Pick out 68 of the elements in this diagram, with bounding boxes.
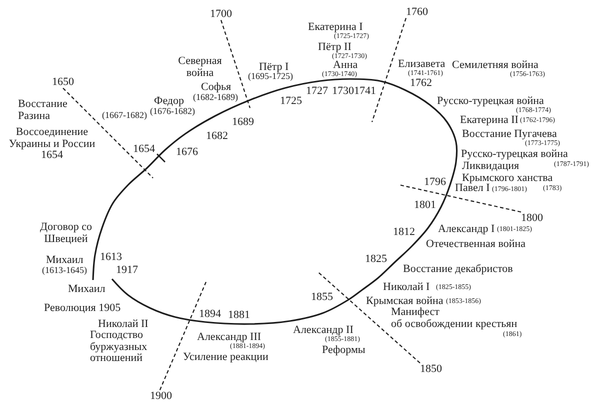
- event-label: Семилетняя война: [452, 59, 538, 71]
- leader-line: [371, 18, 407, 122]
- ruler-name: Пётр I: [259, 61, 289, 73]
- event-label: Русско-турецкая война: [437, 95, 544, 107]
- leader-line: [62, 88, 154, 178]
- year-label: 1654: [133, 143, 155, 156]
- ruler-name: Софья: [201, 81, 232, 94]
- leader-line: [220, 20, 251, 108]
- event-label: Восстание Разина: [18, 99, 68, 122]
- year-label: 1725: [280, 95, 302, 108]
- ruler-name: Екатерина II: [460, 114, 518, 126]
- event-label: Реформы: [322, 344, 366, 356]
- date-range: (1695-1725): [248, 72, 293, 82]
- century-label: 1700: [210, 8, 232, 20]
- ruler-name: Пётр II: [318, 41, 352, 53]
- date-range: (1682-1689): [193, 93, 238, 103]
- year-label: 1741: [354, 85, 376, 98]
- ruler-name: Александр I: [438, 223, 495, 236]
- event-label: Усиление реакции: [183, 351, 268, 364]
- ruler-name: Александр III: [197, 331, 262, 343]
- year-label: 1812: [393, 226, 415, 238]
- ruler-name: Павел I: [455, 182, 490, 194]
- date-range: (1613-1645): [42, 266, 87, 276]
- year-label: 1801: [414, 199, 436, 212]
- year-label: 1613: [100, 251, 122, 264]
- event-label: Манифест об освобождении крестьян: [391, 307, 518, 330]
- ruler-name: Анна: [333, 59, 358, 71]
- year-label: 1762: [410, 77, 432, 90]
- ruler-name: Михаил: [68, 283, 106, 296]
- century-label: 1900: [150, 390, 172, 402]
- century-label: 1760: [406, 6, 428, 18]
- event-label: Восстание декабристов: [403, 263, 513, 276]
- event-label: Северная война: [178, 56, 222, 80]
- ruler-name: Екатерина I: [308, 21, 363, 33]
- event-label: Воссоединение Украины и России 1654: [8, 127, 96, 162]
- year-label: 1682: [206, 130, 228, 142]
- year-label: 1727: [306, 85, 328, 98]
- event-label: Русско-турецкая война: [461, 148, 568, 160]
- ruler-name: Александр II: [293, 324, 354, 336]
- year-label: 1730: [332, 85, 354, 98]
- event-label: Революция 1905: [44, 302, 121, 314]
- ruler-name: Федор: [154, 95, 184, 108]
- year-label: 1689: [232, 116, 254, 128]
- event-label: Отечественная война: [426, 238, 526, 250]
- year-label: 1917: [116, 264, 138, 276]
- century-label: 1800: [521, 212, 543, 224]
- century-label: 1650: [52, 76, 74, 88]
- year-label: 1894: [199, 308, 221, 320]
- year-label: 1825: [365, 253, 387, 266]
- leader-line: [318, 272, 420, 364]
- event-label: Ликвидация Крымского ханства: [462, 161, 553, 184]
- event-label: Крымская война: [366, 295, 444, 307]
- event-label: Господство буржуазных отношений: [90, 330, 148, 365]
- century-label: 1850: [420, 363, 442, 376]
- ruler-name: Николай I: [383, 281, 430, 294]
- year-label: 1796: [424, 176, 446, 188]
- year-label: 1855: [311, 291, 333, 304]
- ruler-name: Николай II: [98, 318, 148, 330]
- date-range: (1676-1682): [150, 107, 195, 117]
- leader-line: [159, 282, 206, 390]
- year-label: 1676: [176, 146, 198, 158]
- event-label: Договор со Швецией: [40, 222, 92, 246]
- year-label: 1881: [228, 309, 250, 322]
- event-label: Восстание Пугачева: [462, 128, 557, 140]
- leader-line: [400, 184, 522, 213]
- ruler-name: Михаил: [46, 254, 84, 266]
- ruler-name: Елизавета: [398, 58, 446, 70]
- date-range: (1667-1682): [102, 111, 147, 121]
